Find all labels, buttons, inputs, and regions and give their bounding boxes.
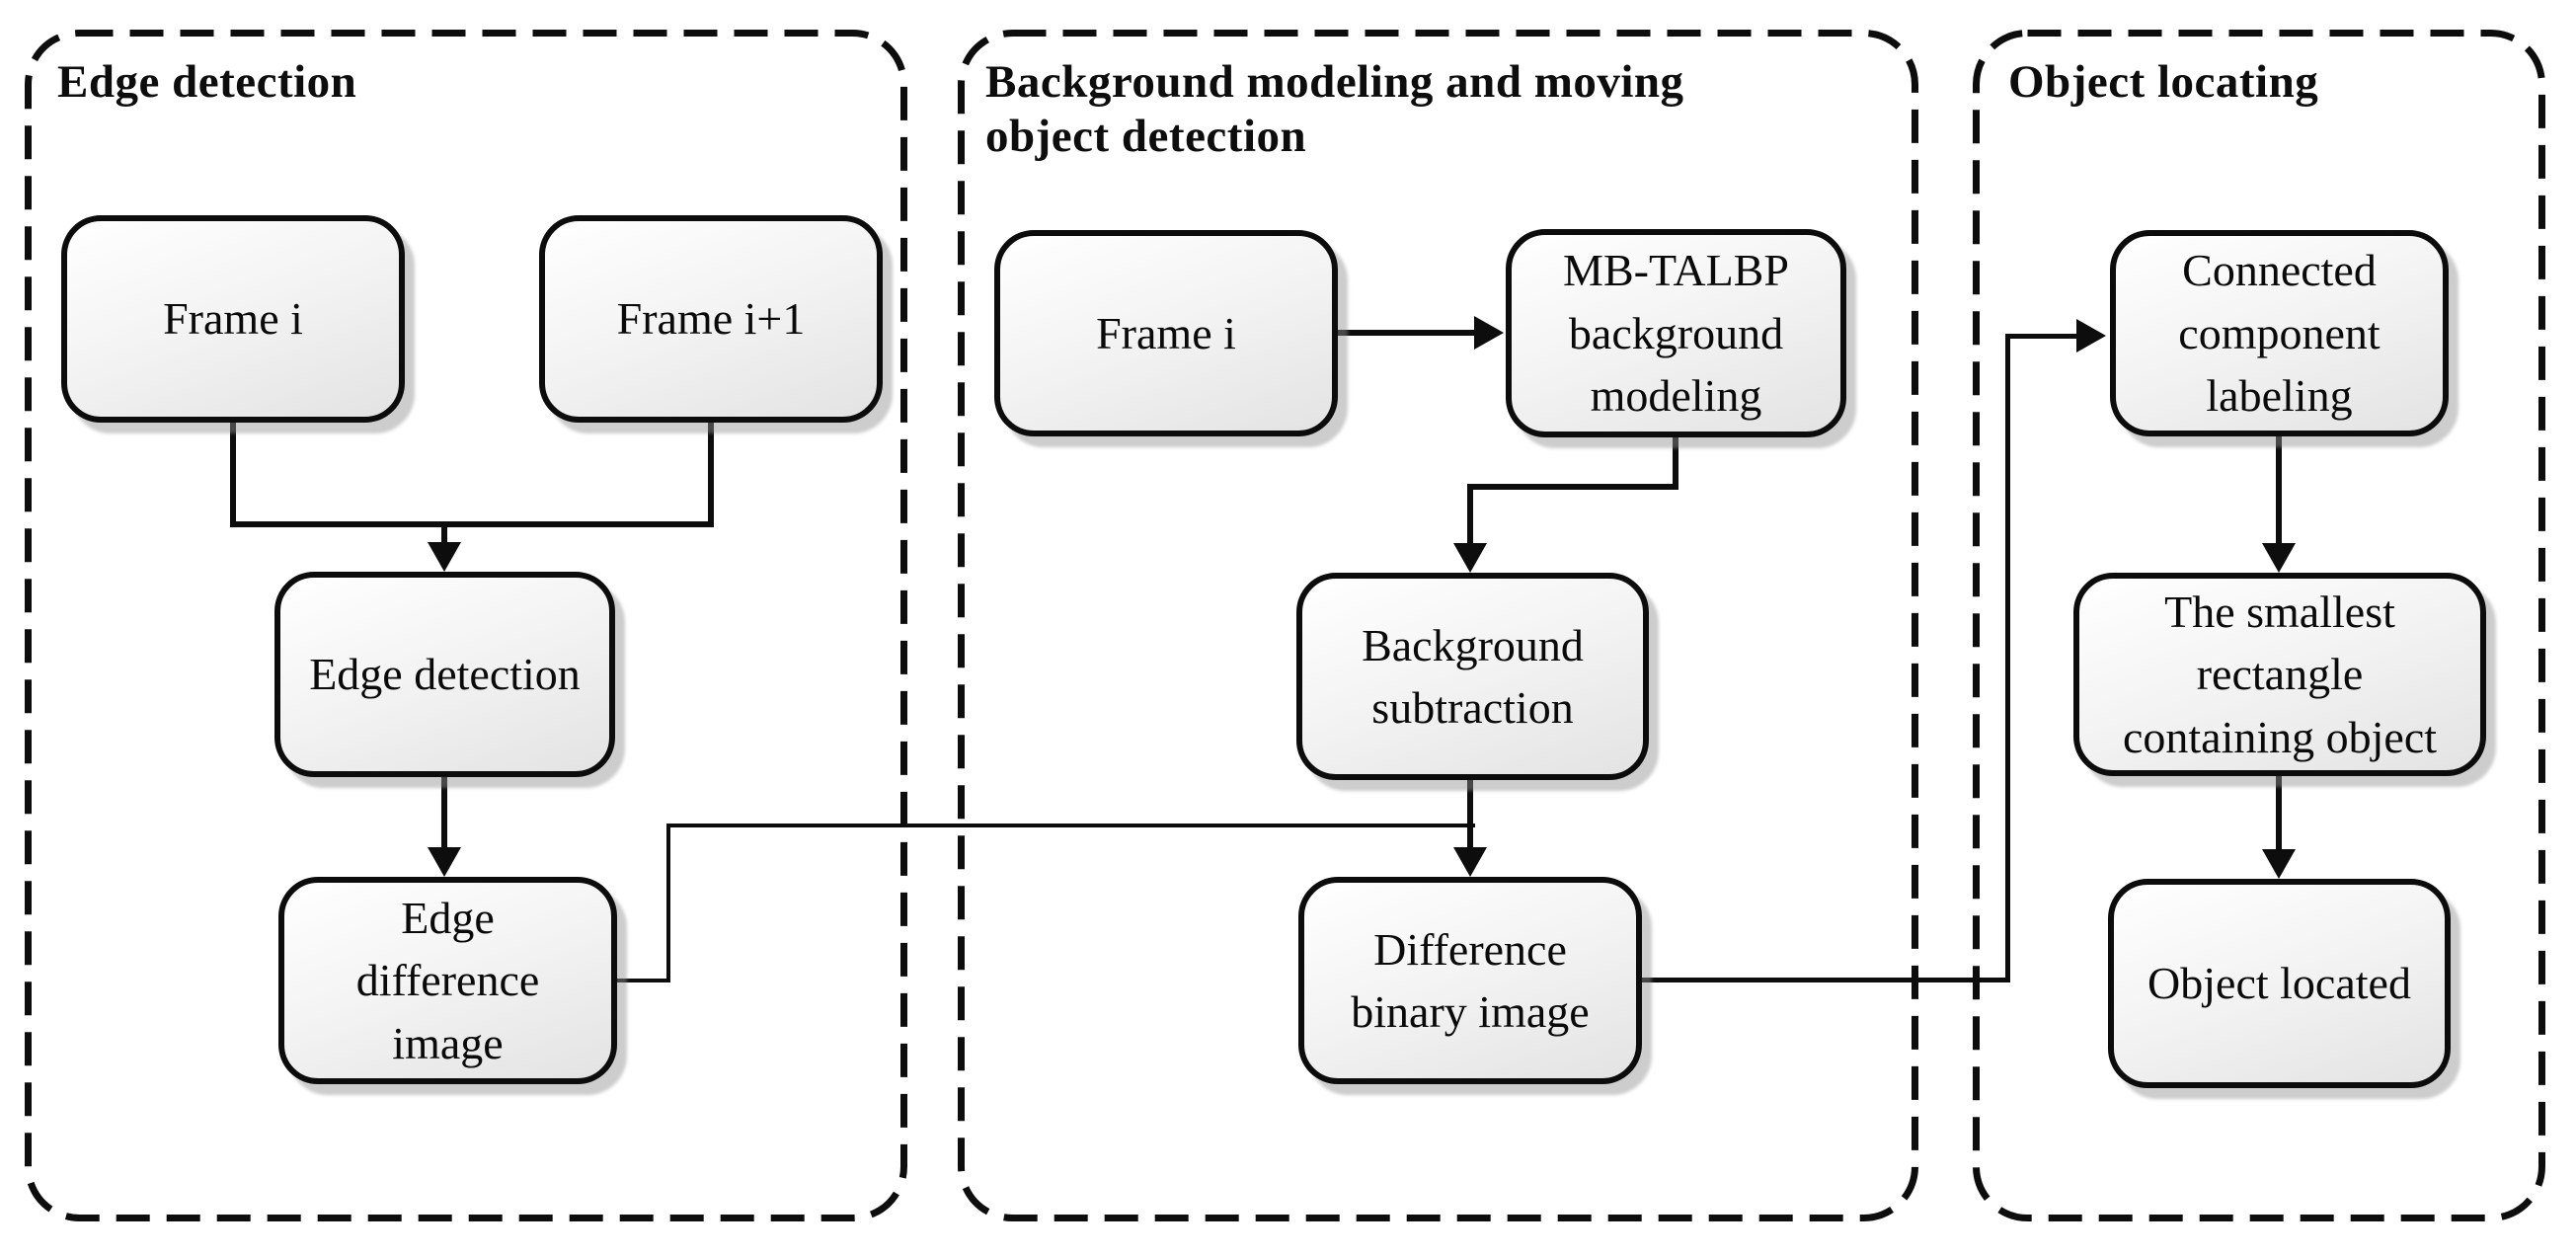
connector-frame-i-to-mbtalbp — [1335, 330, 1478, 336]
node-label: The smallest rectangle containing object — [2122, 586, 2438, 762]
arrowhead-into-smallest-rectangle — [2262, 543, 2296, 573]
node-label: Object located — [2147, 958, 2411, 1009]
connector-edge-difference-out — [613, 979, 670, 982]
arrowhead-into-mbtalbp — [1474, 316, 1504, 350]
section-title-edge-detection: Edge detection — [57, 56, 357, 108]
node-difference-binary-image: Difference binary image — [1298, 877, 1642, 1084]
section-title-background-modeling: Background modeling and moving object de… — [985, 56, 1684, 163]
connector-labeling-to-rectangle — [2276, 433, 2282, 547]
connector-mbtalbp-down — [1673, 434, 1678, 490]
node-smallest-rectangle-containing-object: The smallest rectangle containing object — [2073, 573, 2486, 776]
connector-frame-i-down — [230, 420, 236, 527]
node-connected-component-labeling: Connected component labeling — [2110, 230, 2449, 436]
arrowhead-into-labeling — [2076, 319, 2106, 353]
node-mb-talbp-background-modeling: MB-TALBP background modeling — [1506, 229, 1846, 437]
node-label: Background subtraction — [1362, 619, 1584, 733]
node-label: Frame i — [163, 293, 303, 345]
arrowhead-into-object-located — [2262, 849, 2296, 879]
connector-subtraction-to-binary — [1467, 777, 1473, 851]
connector-rectangle-to-located — [2276, 773, 2282, 852]
connector-merge-horizontal — [230, 521, 712, 527]
section-border-object-locating — [1973, 30, 2545, 1221]
connector-edge-detection-to-edge-difference — [441, 773, 447, 852]
connector-edge-difference-up — [666, 824, 670, 982]
node-edge-difference-image: Edge difference image — [278, 877, 617, 1084]
connector-binary-out-right — [1639, 978, 2010, 982]
node-frame-i: Frame i — [61, 215, 405, 423]
connector-binary-to-labeling — [2005, 334, 2078, 339]
arrowhead-into-subtraction — [1453, 543, 1487, 573]
arrowhead-into-edge-difference — [428, 847, 461, 877]
node-label: Difference binary image — [1351, 923, 1590, 1037]
node-edge-detection: Edge detection — [274, 572, 615, 777]
connector-mbtalbp-to-subtraction — [1467, 484, 1473, 549]
section-title-object-locating: Object locating — [2008, 56, 2319, 108]
connector-mbtalbp-left — [1467, 484, 1678, 490]
connector-merge-to-edge-detection — [441, 521, 447, 547]
node-frame-i-2: Frame i — [994, 230, 1338, 436]
arrowhead-into-edge-detection — [428, 542, 461, 572]
section-border-background-modeling — [958, 30, 1918, 1221]
node-label: Frame i — [1096, 307, 1236, 358]
node-label: MB-TALBP background modeling — [1563, 245, 1789, 422]
arrowhead-into-difference-binary — [1453, 847, 1487, 877]
connector-binary-up — [2005, 334, 2010, 982]
node-label: Edge difference image — [355, 892, 540, 1068]
node-label: Connected component labeling — [2178, 245, 2381, 422]
node-background-subtraction: Background subtraction — [1296, 573, 1649, 780]
node-label: Frame i+1 — [616, 293, 806, 345]
node-object-located: Object located — [2108, 879, 2451, 1088]
node-frame-i-plus-1: Frame i+1 — [539, 215, 883, 423]
connector-frame-i1-down — [708, 420, 714, 527]
connector-edge-difference-to-binary — [666, 824, 1475, 827]
node-label: Edge detection — [309, 649, 581, 700]
